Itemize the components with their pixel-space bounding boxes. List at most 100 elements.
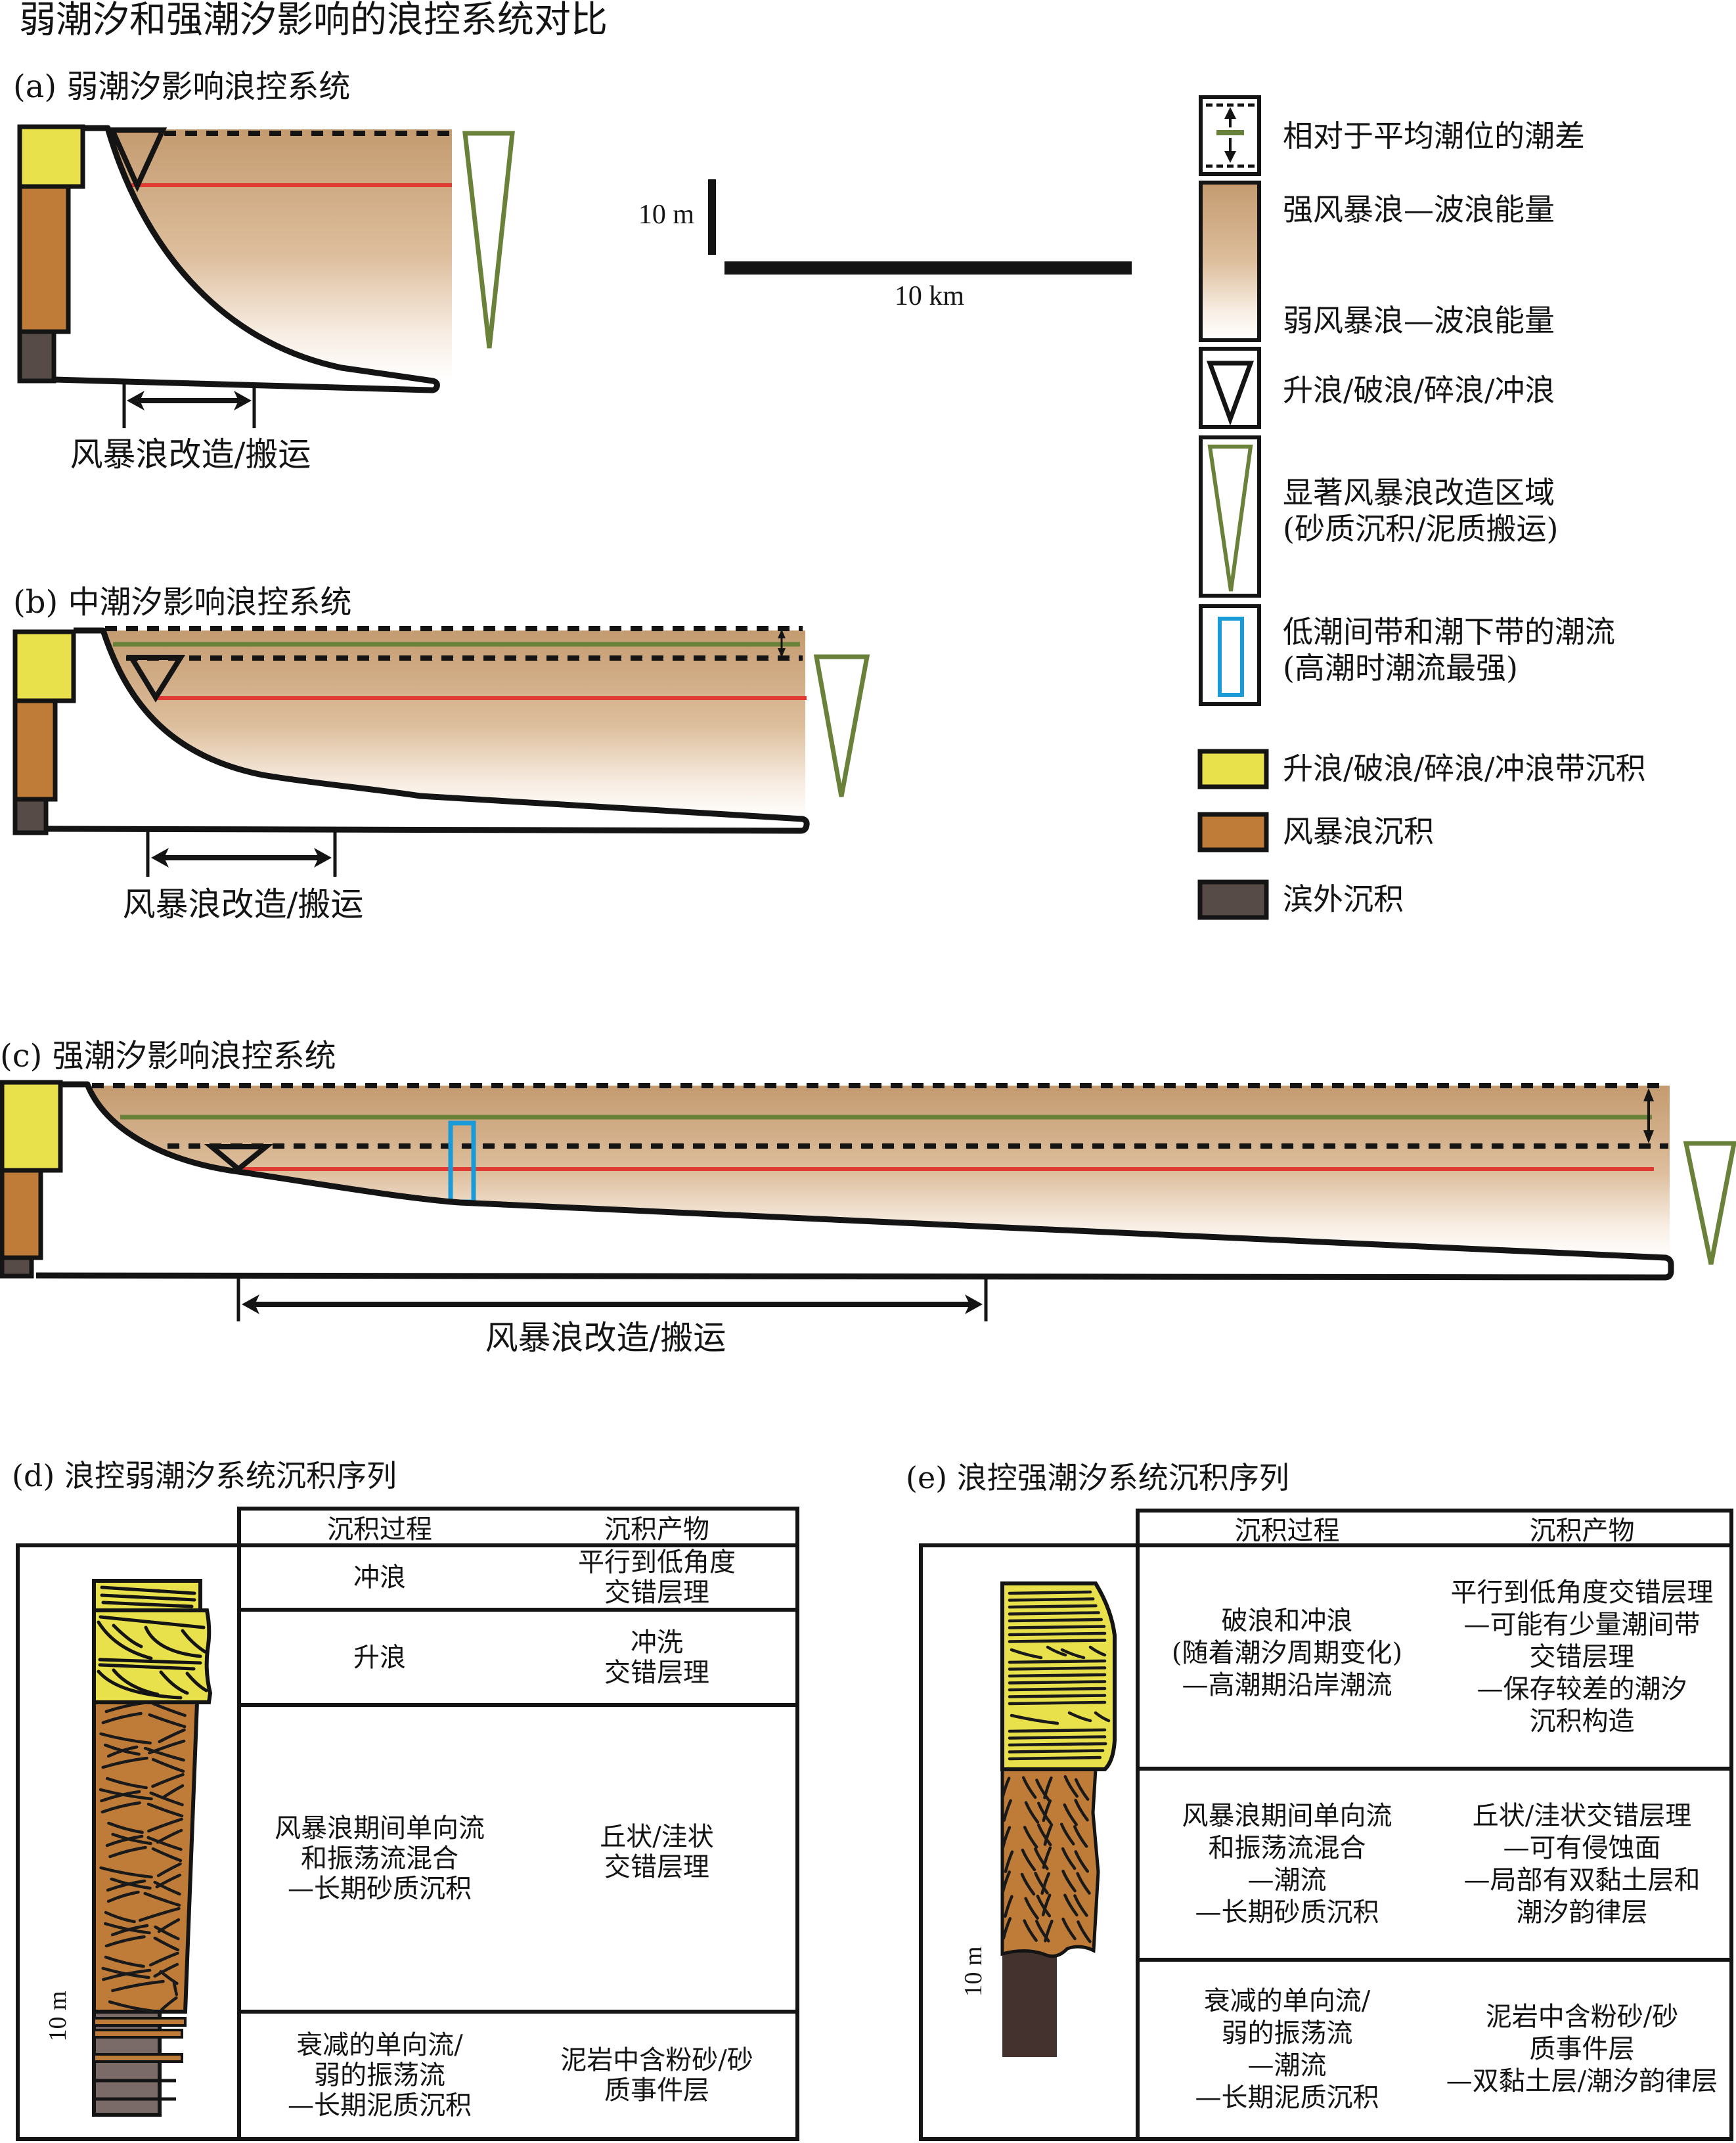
hatch-line [1008, 1631, 1107, 1637]
tidal-current-legend-icon [1199, 604, 1261, 706]
cell-line: 交错层理 [604, 1578, 709, 1608]
hatch-line [105, 1834, 144, 1847]
hatch-line [1001, 1826, 1012, 1849]
legend-tidal-current-label: 低潮间带和潮下带的潮流 (高潮时潮流最强) [1283, 614, 1615, 686]
offshore-deposit-block [12, 797, 49, 835]
hatch-line [100, 1801, 141, 1814]
storm-wedge-icon [813, 654, 870, 797]
hatch-line [106, 1745, 139, 1758]
process-cell: 衰减的单向流/ 弱的振荡流 —潮流 —长期泥质沉积 [1140, 1985, 1435, 2114]
cell-line: —潮流 [1247, 1865, 1327, 1895]
product-cell: 泥岩中含粉砂/砂 质事件层 [518, 2045, 795, 2106]
cell-line: 风暴浪期间单向流 [1182, 1800, 1392, 1831]
cell-line: (随着潮汐周期变化) [1171, 1637, 1403, 1668]
hatch-line [102, 1968, 152, 1981]
panel-e-label: (e) 浪控强潮汐系统沉积序列 [906, 1460, 1289, 1495]
hatch-line [1060, 1648, 1086, 1660]
hatch-line [1063, 1775, 1079, 1798]
cell-line: 风暴浪期间单向流 [275, 1813, 485, 1844]
product-cell: 平行到低角度交错层理 —可能有少量潮间带 交错层理 —保存较差的潮汐 沉积构造 [1435, 1577, 1729, 1738]
hatch-line [1004, 1895, 1013, 1918]
arrowhead-up [1224, 107, 1236, 119]
cell-line: 和振荡流混合 [301, 1843, 458, 1874]
process-cell: 衰减的单向流/ 弱的振荡流 —长期泥质沉积 [241, 2030, 518, 2121]
hatch-line [97, 1620, 153, 1660]
nearshore-deposit-block [0, 1080, 63, 1173]
tidal-range-arrow [778, 629, 786, 657]
hatch-line [172, 1981, 179, 1997]
hatch-line [1024, 1897, 1039, 1920]
hatch-line [181, 1629, 207, 1654]
cell-line: 交错层理 [604, 1851, 709, 1882]
hatch-line [1008, 1756, 1102, 1761]
tidal-current-box-icon [1218, 617, 1244, 697]
hatch-line [158, 1728, 186, 1744]
horizontal-scale-label: 10 km [894, 281, 965, 311]
arrowhead-down [1224, 151, 1236, 163]
hatch-line [148, 1713, 187, 1729]
product-cell: 丘状/洼状 交错层理 [518, 1822, 795, 1895]
vertical-scale-bar [708, 179, 716, 255]
table-row: 破浪和冲浪 (随着潮汐周期变化) —高潮期沿岸潮流 平行到低角度交错层理 —可能… [1140, 1547, 1729, 1771]
hatch-line [1004, 1850, 1014, 1873]
hatch-line [1020, 1872, 1036, 1896]
hatch-line [106, 1879, 146, 1892]
breaker-triangle-icon [204, 1144, 274, 1173]
tidal-range-arrow [1643, 1088, 1654, 1143]
cell-line: 破浪和冲浪 [1221, 1605, 1353, 1636]
cell-line: 冲洗 [631, 1627, 683, 1658]
cell-line: 泥岩中含粉砂/砂 [1485, 2002, 1679, 2032]
hatch-line [1008, 1639, 1107, 1643]
hatch-line [1073, 1825, 1088, 1848]
hatch-line [1023, 1826, 1038, 1849]
figure-title: 弱潮汐和强潮汐影响的浪控系统对比 [19, 0, 608, 41]
storm-cross-strata [1000, 1775, 1092, 1943]
table-row: 衰减的单向流/ 弱的振荡流 —长期泥质沉积 泥岩中含粉砂/砂 质事件层 [241, 2014, 795, 2137]
hatch-line [156, 1862, 182, 1878]
cell-line: 冲浪 [353, 1562, 406, 1593]
storm-deposit-block [0, 1168, 43, 1260]
panel-e-scale-label: 10 m [960, 1946, 987, 1997]
legend-line: (高潮时潮流最强) [1283, 650, 1518, 686]
hatch-line [106, 1890, 140, 1903]
process-cell: 风暴浪期间单向流 和振荡流混合 —潮流 —长期砂质沉积 [1140, 1800, 1435, 1929]
legend-line: 升浪/破浪/碎浪/冲浪 [1283, 372, 1555, 408]
hatch-line [151, 1847, 183, 1863]
hatch-line [1074, 1798, 1089, 1822]
arrowhead-up [1643, 1088, 1654, 1101]
cell-line: 质事件层 [604, 2075, 709, 2106]
hatch-line [108, 1845, 147, 1859]
panel-b-label: (b) 中潮汐影响浪控系统 [13, 584, 352, 621]
hatch-line [185, 1671, 208, 1692]
cell-line: 平行到低角度 [578, 1547, 736, 1578]
hatch-line [101, 1601, 194, 1608]
hatch-line [1043, 1776, 1053, 1800]
arrowhead-up [778, 629, 786, 638]
hatch-line [1008, 1680, 1107, 1685]
cell-line: 沉积构造 [1529, 1706, 1635, 1736]
hatch-line [1008, 1735, 1107, 1740]
panel-d-column-frame [16, 1543, 239, 2141]
arrowhead-right [314, 848, 332, 868]
hatch-line [111, 1832, 152, 1845]
hatch-line [1073, 1894, 1088, 1917]
header-product: 沉积产物 [1529, 1515, 1635, 1546]
arrowhead-down [778, 648, 786, 657]
hatch-line [1008, 1666, 1107, 1671]
hatch-line [1077, 1920, 1092, 1943]
hatch-line [1041, 1893, 1052, 1916]
vertical-scale-label: 10 m [638, 200, 694, 230]
legend-tidal-range-label: 相对于平均潮位的潮差 [1283, 118, 1585, 154]
cell-line: 衰减的单向流/ [296, 2030, 463, 2060]
storm-transport-arrow [236, 1278, 988, 1321]
panel-d-table: 冲浪 平行到低角度 交错层理 升浪 冲洗 交错层理 风暴浪期间单向流 和振荡流混… [237, 1543, 799, 2141]
cell-line: 泥岩中含粉砂/砂 [560, 2045, 753, 2075]
cell-line: 弱的振荡流 [314, 2060, 445, 2090]
panel-a-diagram [17, 124, 515, 428]
hatch-line [152, 1702, 187, 1717]
panel-c-diagram [0, 1080, 1736, 1321]
cell-line: —潮流 [1247, 2050, 1327, 2081]
hatch-line [143, 1891, 181, 1907]
product-cell: 平行到低角度 交错层理 [518, 1547, 795, 1608]
cell-line: —可有侵蚀面 [1503, 1832, 1661, 1863]
